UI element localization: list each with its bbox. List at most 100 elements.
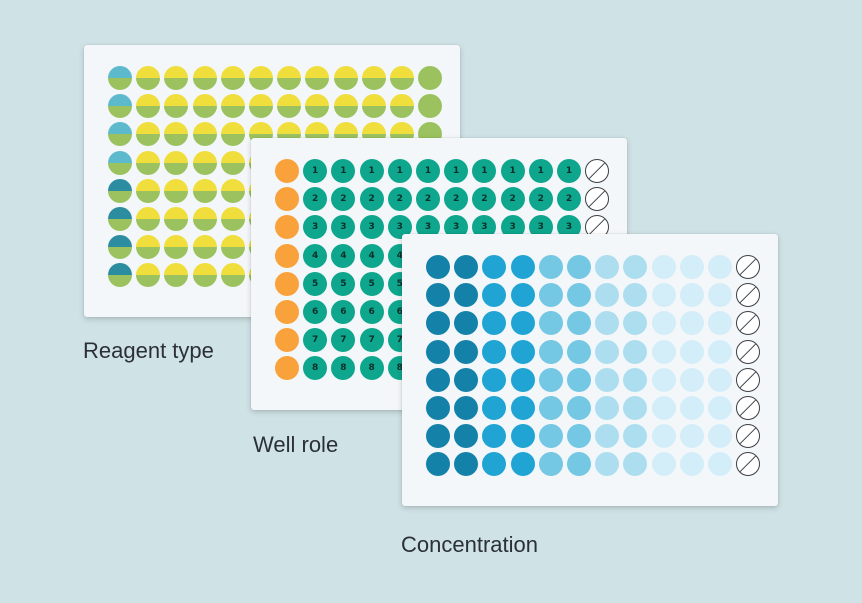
concentration-well bbox=[708, 367, 732, 392]
reagent-well bbox=[418, 66, 443, 90]
sample-well: 4 bbox=[359, 243, 384, 268]
reagent-well bbox=[108, 235, 132, 260]
empty-well-icon bbox=[736, 311, 761, 336]
reagent-well bbox=[192, 207, 217, 231]
sample-well: 1 bbox=[416, 159, 440, 183]
control-well bbox=[275, 328, 299, 353]
concentration-well bbox=[567, 283, 591, 308]
concentration-well bbox=[426, 424, 450, 449]
empty-well-icon bbox=[736, 339, 761, 364]
reagent-well bbox=[220, 263, 245, 288]
reagent-well bbox=[333, 94, 358, 119]
concentration-well bbox=[482, 452, 507, 477]
concentration-well bbox=[454, 367, 479, 392]
reagent-well bbox=[192, 235, 217, 260]
sample-well: 1 bbox=[444, 159, 469, 183]
concentration-well bbox=[426, 452, 450, 477]
sample-well: 1 bbox=[331, 159, 356, 183]
empty-well-icon bbox=[585, 187, 610, 212]
sample-well: 2 bbox=[416, 187, 440, 212]
reagent-well bbox=[390, 94, 414, 119]
concentration-well bbox=[595, 367, 620, 392]
concentration-well bbox=[454, 396, 479, 420]
reagent-well bbox=[108, 122, 132, 147]
reagent-well bbox=[136, 66, 161, 90]
concentration-well bbox=[510, 283, 535, 308]
reagent-well bbox=[108, 178, 132, 203]
reagent-well bbox=[108, 150, 132, 175]
concentration-well bbox=[482, 311, 507, 336]
concentration-well bbox=[567, 311, 591, 336]
concentration-well bbox=[623, 311, 648, 336]
concentration-well bbox=[482, 255, 507, 279]
reagent-well bbox=[220, 150, 245, 175]
concentration-well bbox=[538, 367, 563, 392]
sample-well: 2 bbox=[528, 187, 553, 212]
concentration-well bbox=[623, 367, 648, 392]
reagent-well bbox=[164, 235, 189, 260]
concentration-well bbox=[623, 283, 648, 308]
reagent-well bbox=[192, 122, 217, 147]
sample-well: 7 bbox=[331, 328, 356, 353]
reagent-well bbox=[136, 207, 161, 231]
sample-well: 5 bbox=[303, 271, 328, 296]
reagent-well bbox=[136, 235, 161, 260]
reagent-well bbox=[192, 94, 217, 119]
sample-well: 1 bbox=[303, 159, 328, 183]
concentration-well bbox=[708, 255, 732, 279]
concentration-well bbox=[595, 255, 620, 279]
concentration-well bbox=[482, 396, 507, 420]
control-well bbox=[275, 243, 299, 268]
concentration-well bbox=[623, 255, 648, 279]
concentration-well bbox=[651, 367, 676, 392]
concentration-well bbox=[679, 311, 704, 336]
sample-well: 2 bbox=[303, 187, 328, 212]
concentration-well bbox=[538, 255, 563, 279]
concentration-well bbox=[595, 283, 620, 308]
sample-well: 3 bbox=[303, 215, 328, 240]
reagent-well bbox=[220, 122, 245, 147]
empty-well-icon bbox=[736, 452, 761, 477]
reagent-well bbox=[164, 94, 189, 119]
control-well bbox=[275, 215, 299, 240]
concentration-well bbox=[538, 452, 563, 477]
sample-well: 2 bbox=[387, 187, 412, 212]
empty-well-icon bbox=[736, 283, 761, 308]
sample-well: 2 bbox=[557, 187, 581, 212]
concentration-well bbox=[454, 255, 479, 279]
concentration-well bbox=[567, 255, 591, 279]
reagent-well bbox=[136, 94, 161, 119]
concentration-well bbox=[510, 424, 535, 449]
concentration-well bbox=[623, 452, 648, 477]
sample-well: 1 bbox=[359, 159, 384, 183]
sample-well: 6 bbox=[303, 300, 328, 324]
sample-well: 5 bbox=[331, 271, 356, 296]
concentration-well bbox=[482, 339, 507, 364]
empty-well-icon bbox=[736, 255, 761, 279]
concentration-well bbox=[679, 339, 704, 364]
concentration-well bbox=[567, 367, 591, 392]
concentration-well bbox=[651, 396, 676, 420]
reagent-well bbox=[164, 207, 189, 231]
sample-well: 8 bbox=[331, 356, 356, 381]
concentration-well bbox=[454, 452, 479, 477]
concentration-well bbox=[595, 339, 620, 364]
reagent-well bbox=[164, 178, 189, 203]
reagent-well bbox=[220, 235, 245, 260]
sample-well: 1 bbox=[500, 159, 525, 183]
reagent-well bbox=[136, 178, 161, 203]
concentration-well bbox=[567, 339, 591, 364]
reagent-well bbox=[305, 66, 330, 90]
concentration-well bbox=[708, 311, 732, 336]
reagent-well bbox=[108, 94, 132, 119]
empty-well-icon bbox=[736, 367, 761, 392]
sample-well: 2 bbox=[472, 187, 497, 212]
concentration-well bbox=[651, 452, 676, 477]
control-well bbox=[275, 187, 299, 212]
concentration-well bbox=[567, 424, 591, 449]
concentration-well bbox=[426, 396, 450, 420]
concentration-well bbox=[510, 339, 535, 364]
concentration-well bbox=[454, 283, 479, 308]
sample-well: 2 bbox=[331, 187, 356, 212]
sample-well: 7 bbox=[359, 328, 384, 353]
